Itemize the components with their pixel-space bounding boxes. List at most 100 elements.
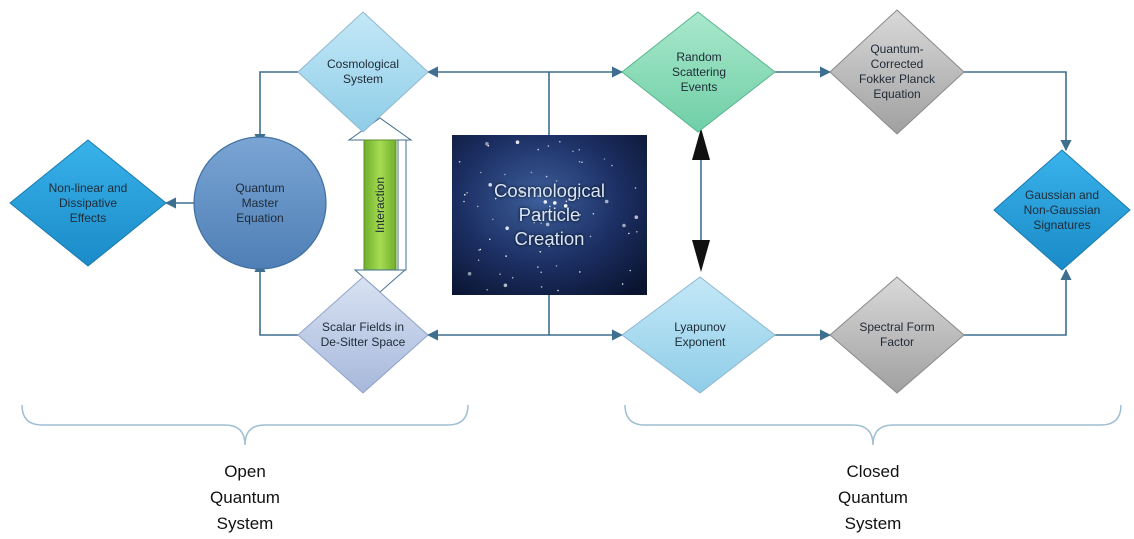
star bbox=[540, 286, 543, 288]
star bbox=[565, 200, 568, 203]
star bbox=[505, 226, 510, 230]
center-label: Cosmological Particle Creation bbox=[493, 180, 606, 249]
star bbox=[511, 277, 514, 279]
star bbox=[603, 158, 606, 160]
star bbox=[572, 150, 574, 153]
star bbox=[467, 271, 472, 276]
star bbox=[611, 164, 613, 167]
star bbox=[478, 249, 480, 251]
random-lyapunov-double-arrow bbox=[692, 128, 710, 272]
lyapunov-node[interactable] bbox=[621, 276, 776, 394]
cosmological-system-node[interactable] bbox=[297, 11, 429, 133]
star bbox=[504, 173, 506, 176]
star bbox=[636, 231, 638, 233]
edge-system-to-master bbox=[254, 71, 298, 146]
open-system-label: Open Quantum System bbox=[210, 462, 280, 533]
connectors bbox=[164, 66, 1072, 341]
star bbox=[557, 188, 560, 190]
star bbox=[499, 273, 501, 276]
star bbox=[463, 200, 465, 203]
star bbox=[492, 218, 494, 221]
nonlinear-effects-node[interactable] bbox=[9, 139, 167, 267]
star bbox=[553, 201, 557, 205]
star bbox=[543, 200, 548, 204]
star bbox=[604, 199, 609, 204]
star bbox=[479, 171, 482, 174]
space-image bbox=[452, 135, 647, 295]
spectral-form-label: Spectral Form Factor bbox=[859, 320, 935, 349]
star bbox=[621, 283, 624, 285]
interaction-label: Interaction bbox=[373, 176, 387, 234]
fokker-planck-label: Quantum- Corrected Fokker Planck Equatio… bbox=[858, 42, 936, 101]
star bbox=[488, 183, 493, 187]
star bbox=[494, 197, 497, 200]
star bbox=[547, 145, 550, 147]
quantum-master-equation-label: Quantum Master Equation bbox=[235, 180, 285, 225]
star bbox=[537, 148, 539, 151]
star bbox=[548, 245, 550, 247]
scalar-fields-node[interactable] bbox=[297, 276, 429, 394]
star bbox=[549, 205, 551, 208]
edge-spine-to-system bbox=[426, 66, 550, 140]
star bbox=[579, 214, 581, 216]
quantum-master-equation-node[interactable] bbox=[193, 136, 327, 270]
star bbox=[622, 223, 626, 228]
open-system-brace bbox=[21, 404, 469, 446]
interaction-arrow bbox=[347, 117, 413, 293]
star bbox=[578, 160, 581, 163]
star bbox=[577, 197, 580, 200]
star bbox=[530, 171, 533, 174]
star bbox=[545, 175, 548, 178]
star bbox=[537, 266, 539, 268]
nonlinear-effects-label: Non-linear and Dissipative Effects bbox=[48, 180, 128, 225]
scalar-fields-label: Scalar Fields in De-Sitter Space bbox=[320, 320, 406, 349]
star bbox=[563, 204, 568, 208]
spectral-form-node[interactable] bbox=[829, 276, 965, 394]
star bbox=[559, 140, 561, 143]
star bbox=[629, 269, 631, 272]
star bbox=[515, 140, 520, 144]
random-scattering-node[interactable] bbox=[621, 11, 776, 133]
star bbox=[485, 142, 489, 146]
gaussian-signatures-node[interactable] bbox=[993, 149, 1131, 271]
star bbox=[557, 289, 559, 292]
gaussian-signatures-label: Gaussian and Non-Gaussian Signatures bbox=[1023, 187, 1101, 232]
star bbox=[466, 192, 468, 194]
star bbox=[537, 195, 539, 197]
star bbox=[555, 265, 558, 267]
star bbox=[506, 191, 509, 194]
edge-spine-to-scalar bbox=[426, 292, 550, 341]
star bbox=[545, 222, 550, 227]
star bbox=[533, 221, 535, 224]
edge-fokker-to-gaussian bbox=[964, 71, 1072, 152]
star bbox=[458, 161, 461, 163]
cosmological-system-label: Cosmological System bbox=[326, 57, 400, 86]
star bbox=[589, 235, 592, 238]
edge-spectral-to-gaussian bbox=[964, 268, 1072, 336]
star bbox=[489, 238, 491, 241]
star bbox=[479, 248, 482, 251]
star bbox=[634, 215, 639, 219]
star bbox=[477, 205, 479, 208]
star bbox=[503, 283, 508, 288]
star bbox=[540, 271, 542, 274]
star bbox=[539, 251, 542, 253]
star bbox=[464, 194, 466, 196]
edge-scalar-to-master bbox=[254, 260, 298, 336]
star bbox=[537, 214, 541, 218]
fokker-planck-node[interactable] bbox=[829, 9, 965, 135]
star bbox=[540, 222, 542, 224]
star bbox=[579, 271, 581, 273]
closed-system-label: Closed Quantum System bbox=[838, 462, 908, 533]
closed-system-brace bbox=[624, 404, 1122, 446]
star bbox=[568, 199, 570, 201]
star bbox=[505, 255, 507, 257]
star bbox=[592, 213, 595, 215]
star bbox=[477, 259, 480, 262]
star bbox=[578, 149, 581, 151]
random-scattering-label: Random Scattering Events bbox=[671, 49, 727, 94]
star bbox=[487, 144, 490, 147]
star bbox=[581, 161, 583, 164]
lyapunov-label: Lyapunov Exponent bbox=[674, 320, 726, 349]
